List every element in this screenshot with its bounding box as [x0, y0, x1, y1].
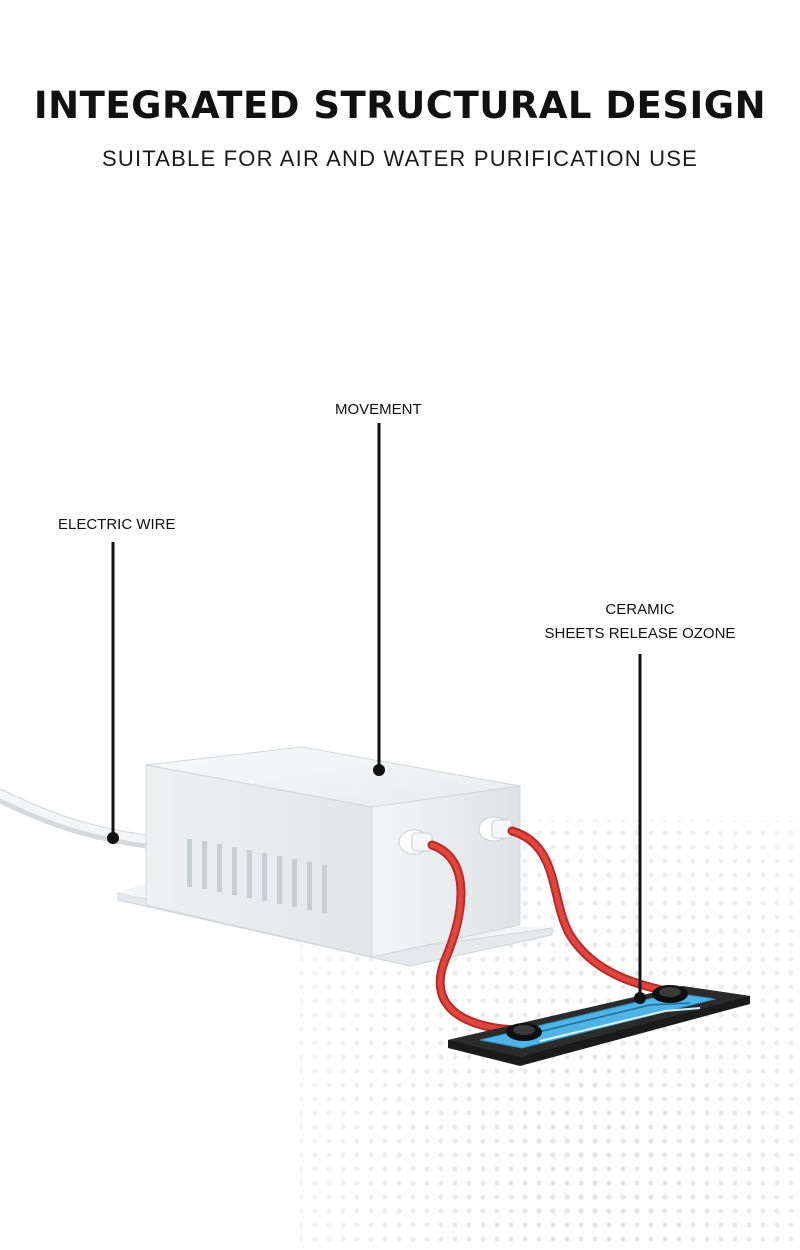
page-subtitle: SUITABLE FOR AIR AND WATER PURIFICATION … [102, 146, 698, 171]
ceramic-callout-dot [634, 992, 646, 1004]
movement-label: MOVEMENT [335, 401, 422, 418]
electric-wire-label: ELECTRIC WIRE [58, 516, 176, 533]
ceramic-label-line2: SHEETS RELEASE OZONE [544, 625, 736, 642]
movement-callout-dot [373, 764, 385, 776]
electric-wire-callout-dot [107, 832, 119, 844]
callout-lines [111, 423, 642, 996]
vent-slots [187, 839, 327, 913]
ceramic-label-line1: CERAMIC [605, 601, 675, 618]
page-title: INTEGRATED STRUCTURAL DESIGN [33, 84, 767, 127]
output-connectors [398, 816, 513, 855]
plate-terminals [506, 985, 688, 1041]
